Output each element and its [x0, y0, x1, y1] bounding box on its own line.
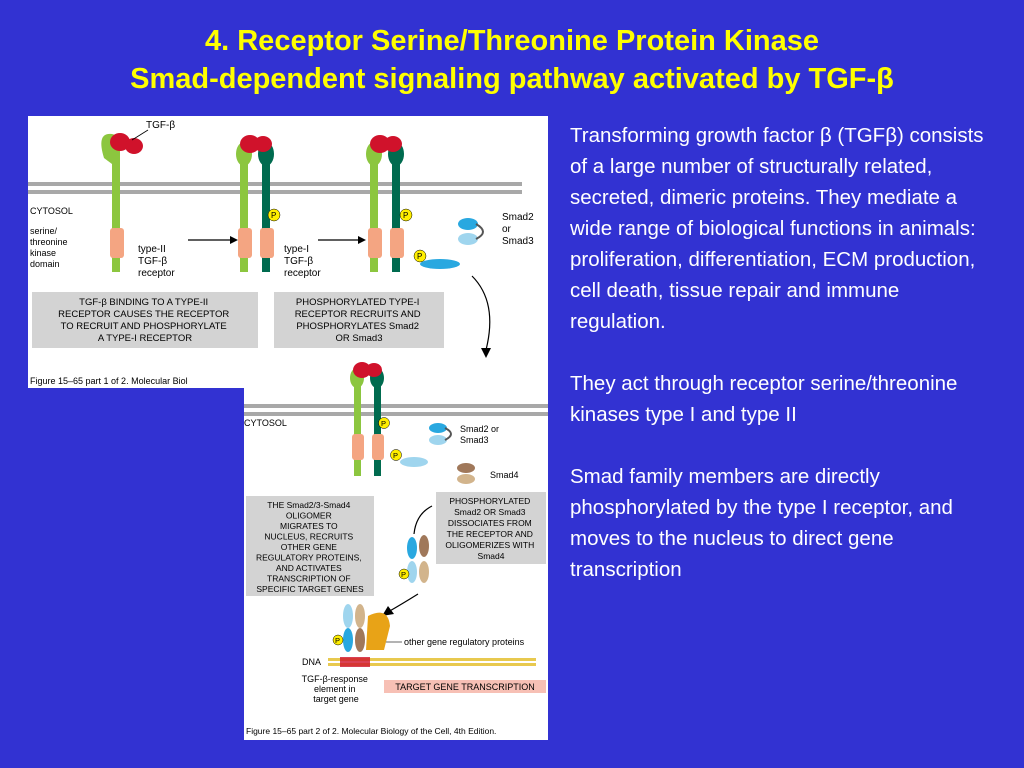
phosphate-label-6: P	[401, 570, 406, 579]
smad4-label: Smad4	[490, 470, 519, 480]
phosphate-label-1: P	[271, 211, 276, 220]
nuclear-complex	[332, 604, 390, 652]
step2-box	[274, 292, 444, 348]
other-proteins-label: other gene regulatory proteins	[404, 637, 525, 647]
arrow-3	[471, 275, 491, 351]
target-transcription-box	[384, 680, 546, 693]
description-panel: Transforming growth factor β (TGFβ) cons…	[570, 120, 990, 616]
smad-oligomer	[398, 535, 429, 583]
smad23-label-2: Smad2 or Smad3	[460, 424, 502, 445]
domain-label: serine/ threonine kinase domain	[30, 226, 70, 269]
dna-label: DNA	[302, 657, 321, 667]
description-paragraph-1: Transforming growth factor β (TGFβ) cons…	[570, 124, 984, 333]
type-i-label: type-I TGF-β receptor	[284, 244, 321, 279]
pathway-diagram: TGF-β CYTOSOL serine/ threonine kinase d…	[28, 116, 548, 740]
dna-strand-bottom	[328, 663, 536, 666]
title-line-1: 4. Receptor Serine/Threonine Protein Kin…	[205, 25, 819, 57]
phosphate-label-4: P	[381, 419, 386, 428]
type-ii-label: type-II TGF-β receptor	[138, 244, 175, 279]
membrane2-outer	[244, 404, 548, 408]
phosphate-label-2: P	[403, 211, 408, 220]
step2-text: PHOSPHORYLATED TYPE-I RECEPTOR RECRUITS …	[295, 297, 424, 344]
smad-bound	[420, 259, 460, 269]
kinase-domain	[110, 228, 124, 258]
step1-text: TGF-β BINDING TO A TYPE-II RECEPTOR CAUS…	[58, 297, 232, 344]
receptor-complex-1	[236, 135, 281, 272]
other-regulatory-protein	[366, 612, 390, 650]
phosphate-badge	[267, 208, 281, 222]
smad23-label: Smad2 or Smad3	[502, 212, 536, 247]
membrane2-inner	[244, 412, 548, 416]
membrane-outer	[28, 182, 522, 186]
step4-box	[246, 496, 374, 596]
phosphate-label-5: P	[393, 451, 398, 460]
membrane-inner	[28, 190, 522, 194]
tgf-beta-label: TGF-β	[146, 120, 175, 131]
phosphate-label-7: P	[335, 636, 340, 645]
title-line-2: Smad-dependent signaling pathway activat…	[130, 63, 894, 95]
smad23-free-2	[429, 423, 452, 445]
smad4	[457, 463, 475, 484]
caption-part2: Figure 15–65 part 2 of 2. Molecular Biol…	[246, 726, 496, 736]
step4-text: THE Smad2/3-Smad4 OLIGOMER MIGRATES TO N…	[256, 500, 364, 594]
step1-box	[32, 292, 258, 348]
dna-strand-top	[328, 658, 536, 661]
cytosol-label: CYTOSOL	[30, 206, 73, 216]
response-element	[340, 657, 370, 667]
tgf-beta-ligand	[110, 133, 143, 154]
receptor-complex-3	[350, 362, 428, 476]
target-transcription-label: TARGET GENE TRANSCRIPTION	[395, 682, 535, 692]
cytosol-label-2: CYTOSOL	[244, 418, 287, 428]
smad23-free	[458, 218, 484, 245]
caption-part1: Figure 15–65 part 1 of 2. Molecular Biol	[30, 376, 188, 386]
step3-text: PHOSPHORYLATED Smad2 OR Smad3 DISSOCIATE…	[445, 496, 536, 561]
arrow-4	[413, 505, 433, 535]
response-element-label: TGF-β-response element in target gene	[302, 674, 371, 704]
phosphate-label-3: P	[417, 252, 422, 261]
step3-box	[436, 492, 546, 564]
description-paragraph-2: They act through receptor serine/threoni…	[570, 372, 958, 426]
tgf-beta-pathway-figure: TGF-β CYTOSOL serine/ threonine kinase d…	[28, 116, 548, 740]
type-ii-receptor	[101, 133, 124, 272]
slide-title: 4. Receptor Serine/Threonine Protein Kin…	[0, 22, 1024, 98]
description-paragraph-3: Smad family members are directly phospho…	[570, 465, 953, 581]
receptor-complex-2	[366, 135, 460, 272]
